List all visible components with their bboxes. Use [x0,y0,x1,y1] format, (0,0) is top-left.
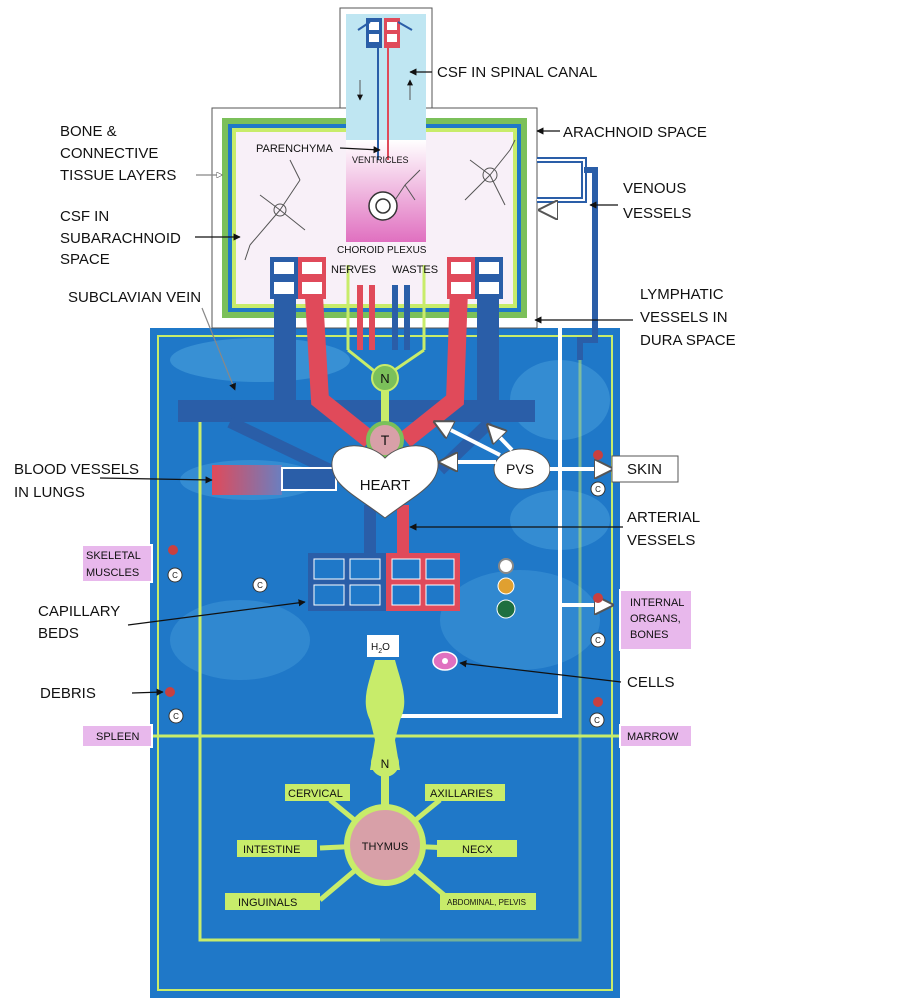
label-n-top: N [380,371,389,386]
label-wastes: WASTES [392,264,438,276]
label-boxes [81,455,693,910]
c-marker-icon: C [590,632,606,648]
svg-text:C: C [172,571,178,580]
label-skeletal-line1: SKELETAL [86,550,141,562]
label-t: T [381,432,390,448]
label-intestine: INTESTINE [243,844,300,856]
label-thymus: THYMUS [362,841,408,853]
head-vessel-left [270,257,326,299]
label-arachnoid: ARACHNOID SPACE [563,124,707,141]
label-internal-line2: ORGANS, [630,613,681,625]
label-abdominal: ABDOMINAL, PELVIS [447,898,526,907]
label-skeletal-line2: MUSCLES [86,567,139,579]
text-labels: CSF IN SPINAL CANAL BONE & CONNECTIVE TI… [14,64,736,909]
c-marker-icon: C [168,708,184,724]
label-bone-line2: CONNECTIVE [60,145,158,162]
label-cells: CELLS [627,674,675,691]
c-marker-icon: C [252,577,268,593]
label-parenchyma: PARENCHYMA [256,143,333,155]
neuron-icon [244,159,306,261]
label-choroid: CHOROID PLEXUS [337,245,427,256]
label-csf-sub-line1: CSF IN [60,208,109,225]
label-inguinals: INGUINALS [238,897,297,909]
label-ventricles: VENTRICLES [352,155,409,165]
label-internal-line3: BONES [630,629,669,641]
label-debris: DEBRIS [40,685,96,702]
label-lymph-line1: LYMPHATIC [640,286,724,303]
label-lymph-line2: VESSELS IN [640,309,728,326]
label-nerves: NERVES [331,264,376,276]
label-skin: SKIN [627,461,662,478]
label-necx: NECX [462,844,493,856]
label-arterial-line2: VESSELS [627,532,695,549]
c-marker-icon: C [590,481,606,497]
svg-text:C: C [173,712,179,721]
c-marker-icon: C [589,712,605,728]
label-bone-line3: TISSUE LAYERS [60,167,176,184]
label-bone-line1: BONE & [60,123,117,140]
label-lymph-line3: DURA SPACE [640,332,736,349]
label-subclavian: SUBCLAVIAN VEIN [68,289,201,306]
label-h2o: H2O [371,642,390,655]
head-compartment [211,7,598,360]
svg-text:C: C [595,636,601,645]
label-spleen: SPLEEN [96,731,139,743]
label-venous-line1: VENOUS [623,180,686,197]
svg-text:C: C [595,485,601,494]
svg-text:C: C [594,716,600,725]
label-capillary-line2: BEDS [38,625,79,642]
label-arterial-line1: ARTERIAL [627,509,700,526]
label-csf-spinal: CSF IN SPINAL CANAL [437,64,597,81]
c-marker-icon: C [167,567,183,583]
label-blood-lungs-line1: BLOOD VESSELS [14,461,139,478]
label-pvs: PVS [506,461,534,477]
pointer-lines [99,68,633,696]
svg-text:C: C [257,581,263,590]
c-markers: C C C C C C [167,481,606,728]
neuron-icon [464,139,516,206]
label-cervical: CERVICAL [288,788,343,800]
label-blood-lungs-line2: IN LUNGS [14,484,85,501]
neuron-icon [394,169,421,201]
vessel-network [165,210,612,902]
label-marrow: MARROW [627,731,679,743]
label-n-bottom: N [381,757,390,771]
label-csf-sub-line3: SPACE [60,251,110,268]
label-internal-line1: INTERNAL [630,597,684,609]
label-venous-line2: VESSELS [623,205,691,222]
head-vessel-right [447,257,503,299]
label-heart: HEART [360,477,411,494]
label-csf-sub-line2: SUBARACHNOID [60,230,181,247]
label-axillaries: AXILLARIES [430,788,493,800]
label-capillary-line1: CAPILLARY [38,603,120,620]
